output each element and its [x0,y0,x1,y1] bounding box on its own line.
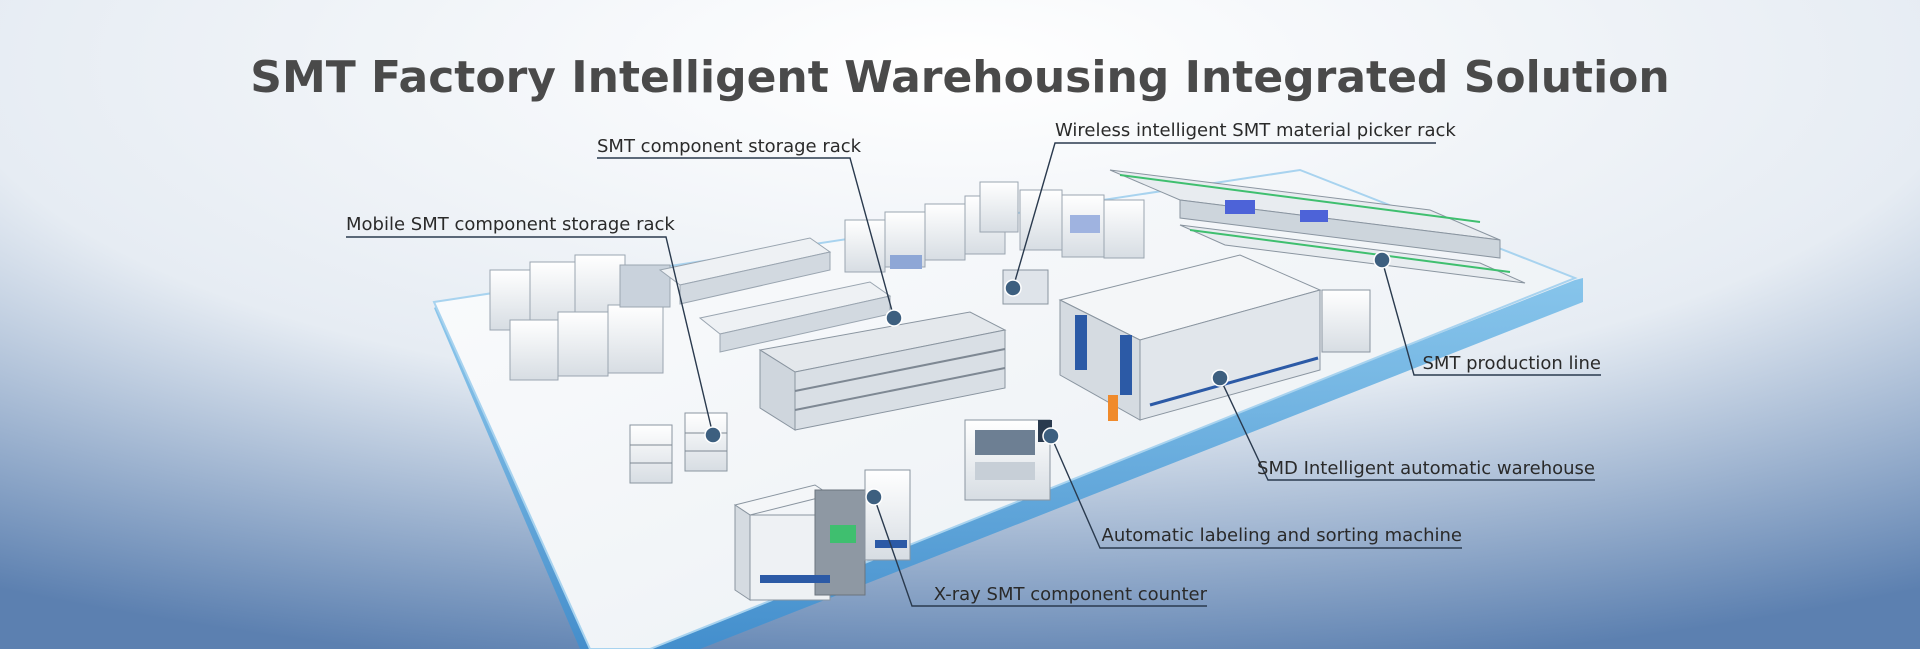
reflow-ovens [658,237,892,353]
label-auto-warehouse: SMD Intelligent automatic warehouse [1257,458,1595,479]
xray-counter-machine [733,469,911,601]
equipment-illustration [489,169,1526,601]
callout-labels: Mobile SMT component storage rack SMT co… [346,120,1601,605]
callout-leaders [346,142,1601,607]
marker-storage-rack [885,309,903,327]
label-production-line: SMT production line [1422,353,1601,374]
marker-labeling-machine [1042,427,1060,445]
label-labeling-machine: Automatic labeling and sorting machine [1102,525,1462,546]
left-smt-machines [489,254,671,381]
label-picker-rack: Wireless intelligent SMT material picker… [1055,120,1456,141]
marker-picker-rack [1004,279,1022,297]
leader-labeling-machine [1050,435,1462,549]
placement-machines [844,181,1145,273]
callout-markers [704,251,1391,506]
label-mobile-rack: Mobile SMT component storage rack [346,214,675,235]
leader-production-line [1381,259,1601,376]
marker-production-line [1373,251,1391,269]
storage-racks [629,269,1049,484]
marker-auto-warehouse [1211,369,1229,387]
marker-mobile-rack [704,426,722,444]
page-title: SMT Factory Intelligent Warehousing Inte… [250,52,1669,103]
labeling-sorting-machine [964,419,1052,501]
leader-storage-rack [597,157,895,319]
label-xray-counter: X-ray SMT component counter [934,584,1208,605]
leader-picker-rack [1012,142,1436,289]
leader-mobile-rack [346,236,714,436]
automatic-warehouse [1058,254,1371,421]
leader-auto-warehouse [1219,377,1595,481]
label-storage-rack: SMT component storage rack [597,136,862,157]
marker-xray-counter [865,488,883,506]
right-production-lines [1109,169,1526,284]
leader-xray-counter [873,496,1207,607]
